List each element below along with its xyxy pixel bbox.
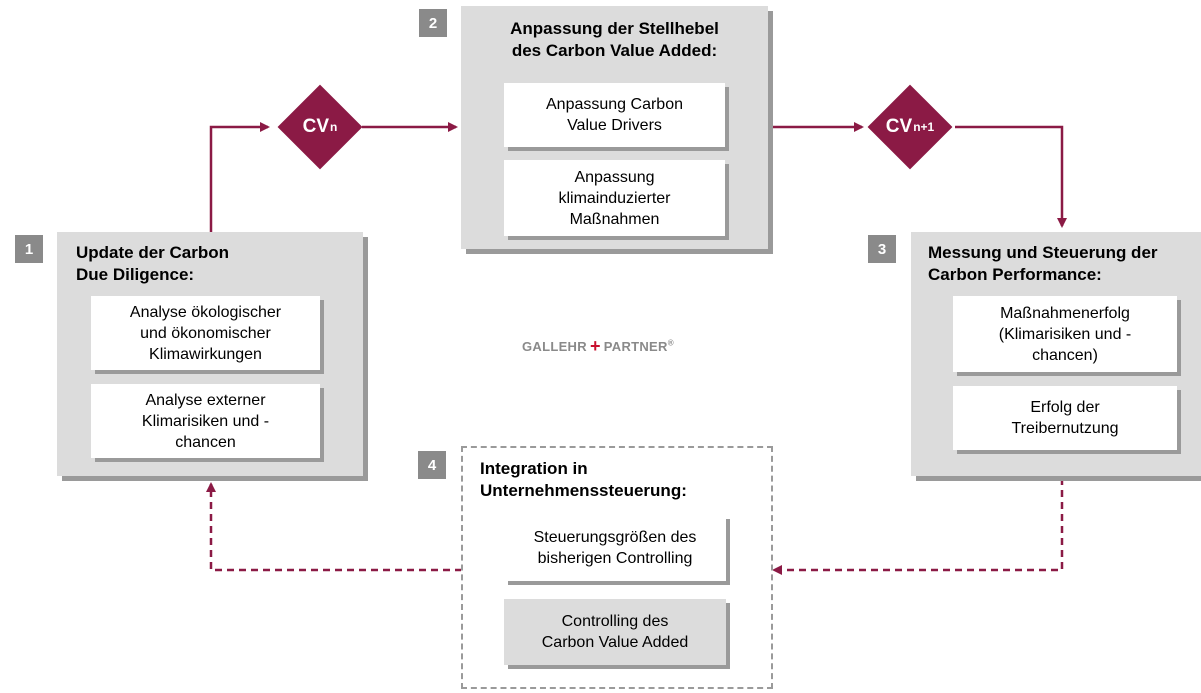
arrow-step3-to-step4 [772, 478, 1064, 575]
logo-plus: + [589, 336, 601, 356]
step1-badge: 1 [15, 235, 43, 263]
cv-n-sub: n [330, 120, 338, 134]
step1-box-impacts: Analyse ökologischer und ökonomischer Kl… [91, 296, 320, 370]
logo-left: GALLEHR [522, 339, 587, 354]
step1-panel: Update der Carbon Due Diligence: Analyse… [57, 232, 363, 476]
arrow-step1-to-cvn [209, 122, 270, 232]
step1-title: Update der Carbon Due Diligence: [76, 243, 230, 284]
step4-panel: Integration in Unternehmenssteuerung: St… [461, 446, 773, 689]
cv-n1-sub: n+1 [913, 120, 935, 134]
company-logo: GALLEHR+PARTNER® [522, 336, 674, 357]
step1-box-risks: Analyse externer Klimarisiken und - chan… [91, 384, 320, 458]
step2-box-measures: Anpassung klimainduzierter Maßnahmen [504, 160, 725, 236]
step3-badge: 3 [868, 235, 896, 263]
step4-title: Integration in Unternehmenssteuerung: [480, 459, 687, 500]
step4-box-cva: Controlling des Carbon Value Added [504, 599, 726, 665]
step4-box-controlling: Steuerungsgrößen des bisherigen Controll… [504, 515, 726, 581]
cv-n1-main: CV [885, 116, 913, 137]
step4-badge: 4 [418, 451, 446, 479]
step3-panel: Messung und Steuerung der Carbon Perform… [911, 232, 1201, 476]
step3-title: Messung und Steuerung der Carbon Perform… [928, 243, 1158, 284]
cv-n-main: CV [302, 116, 330, 137]
logo-right: PARTNER [603, 339, 668, 354]
step2-title: Anpassung der Stellhebel des Carbon Valu… [510, 19, 719, 60]
step2-badge: 2 [419, 9, 447, 37]
arrow-cvn1-to-step3 [955, 125, 1067, 228]
step2-panel: Anpassung der Stellhebel des Carbon Valu… [461, 6, 768, 249]
step2-box-value-drivers: Anpassung Carbon Value Drivers [504, 83, 725, 147]
step3-box-success: Maßnahmenerfolg (Klimarisiken und - chan… [953, 296, 1177, 372]
step3-box-drivers: Erfolg der Treibernutzung [953, 386, 1177, 450]
logo-reg: ® [667, 338, 674, 348]
arrow-step4-to-step1 [206, 482, 462, 572]
